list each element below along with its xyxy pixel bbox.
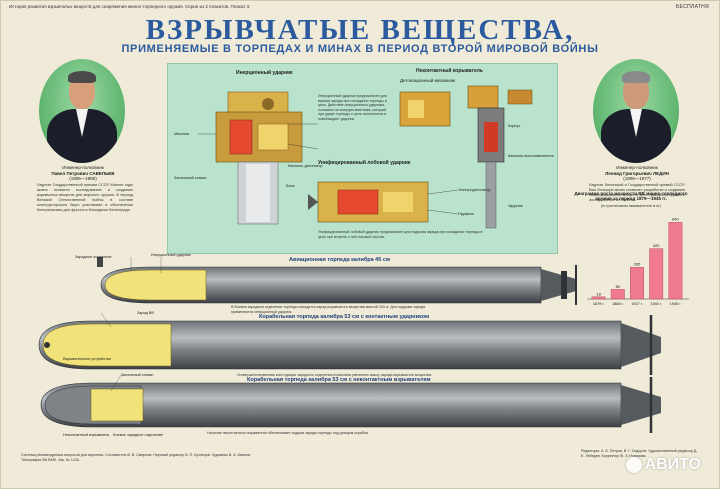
label-unified-striker: Унифицированный лобовой ударник (318, 160, 411, 166)
part-label: Капсюль-воспламенитель (508, 154, 554, 158)
chart-data-label: 80 (616, 284, 621, 289)
top-right-label: БЕСПЛАТНЯ (675, 4, 709, 10)
torpedo-desc-3: Наличие неконтактного взрывателя обеспеч… (207, 431, 369, 435)
chart-note: (в тротиловом эквиваленте в кг) (601, 203, 661, 208)
poster-title: ВЗРЫВЧАТЫЕ ВЕЩЕСТВА, (145, 14, 575, 46)
torpedo-ship-53-noncontact (40, 377, 661, 433)
power-growth-chart: 18 1879 г. 80 1888 г. 265 1927 г. 420 1940 г. 64… (587, 217, 689, 306)
chart-tick-label: 1945 г. (670, 302, 682, 306)
chart-bar (649, 248, 664, 300)
fuze-diagram-panel: Инерционный ударник Неконтактный взрыват… (167, 63, 558, 254)
chart-tick-label: 1940 г. (650, 302, 662, 306)
torpedo-drawings (38, 257, 661, 433)
torpedo-label: Зарядное отделение (75, 255, 112, 259)
torpedo-label: Заряд ВВ (137, 311, 154, 315)
top-note: История развития взрывчатых веществ для … (9, 4, 251, 9)
torpedo-aviation-45 (97, 257, 577, 305)
watermark-text: АВИТО (644, 456, 701, 473)
chart-title: Диаграмма роста мощности ВВ минно-торпед… (574, 191, 688, 202)
portrait-right (593, 59, 679, 163)
text-inertial-striker: Инерционный ударник предназначен для взр… (318, 94, 387, 121)
torpedo-desc-2: Усовершенствованная конструкция зарядног… (237, 373, 433, 377)
right-bio-years: (1906—1977) (623, 176, 651, 181)
unified-striker-diagram (308, 181, 459, 223)
left-bio-name: Павел Петрович САВЕЛЬЕВ (51, 170, 115, 176)
left-bio-years: (1905—1990) (69, 176, 97, 181)
chart-tick-label: 1927 г. (631, 302, 643, 306)
left-bio-header: Инженер-полковник Павел Петрович САВЕЛЬЕ… (41, 165, 125, 182)
chart-data-label: 420 (653, 243, 660, 248)
text-unified-striker: Унифицированный лобовой ударник предназн… (318, 230, 483, 239)
chart-data-label: 640 (672, 217, 679, 222)
right-bio-text: Лауреат Ленинской и Государственной прем… (589, 183, 685, 202)
chart-bar (630, 267, 644, 300)
noncontact-fuze-diagram (399, 85, 533, 229)
part-label: Пружина (458, 212, 474, 216)
torpedo-title-1: Авиационная торпеда калибра 45 см (289, 257, 390, 263)
right-bio-rank: Инженер-полковник (616, 165, 658, 170)
footer-left: Система рекомендуемых вопросов для изуче… (21, 453, 251, 462)
label-inertial-striker: Инерционный ударник (236, 70, 293, 76)
watermark-logo-icon (625, 456, 642, 473)
fuze-diagrams (198, 85, 533, 229)
torpedo-desc-1: В боевом зарядном отделении торпеды нахо… (231, 305, 425, 314)
chart-bar (610, 289, 625, 300)
torpedo-title-3: Корабельная торпеда калибра 53 см с неко… (247, 377, 431, 383)
chart-bar (591, 296, 606, 300)
part-label: Ударник (508, 204, 523, 208)
part-label: Корпус (508, 124, 521, 128)
chart-data-label: 265 (634, 262, 641, 267)
watermark: АВИТО (625, 456, 701, 474)
right-bio-name: Леонид Григорьевич ЛЕДИН (605, 170, 669, 176)
torpedo-label: Неконтактный взрыватель (63, 433, 110, 437)
chart-tick-label: 1879 г. (593, 302, 605, 306)
torpedo-ship-53-contact (38, 315, 661, 375)
torpedo-label: Инерционный ударник (151, 253, 191, 257)
part-label: Запальный стакан (174, 176, 207, 180)
torpedo-label: Взрывательное устройство (63, 357, 111, 361)
right-bio-header: Инженер-полковник Леонид Григорьевич ЛЕД… (595, 165, 679, 182)
poster-subtitle: ПРИМЕНЯЕМЫЕ В ТОРПЕДАХ И МИНАХ В ПЕРИОД … (121, 43, 599, 55)
left-bio-rank: Инженер-полковник (62, 165, 104, 170)
footer-right: Редакторы: А. Б. Петров, В. Г. Сидоров. … (581, 449, 698, 458)
chart-bar (668, 221, 683, 300)
left-bio-text: Лауреат Государственной премии СССР. Мно… (37, 183, 133, 212)
torpedo-label: Запальный стакан (121, 373, 154, 377)
part-label: Электродетонатор (458, 188, 491, 192)
label-detonator-mechanism: Детонационный механизм (400, 78, 455, 83)
portrait-left (39, 59, 125, 163)
chart-tick-label: 1888 г. (612, 302, 624, 306)
part-label: Боек (286, 184, 295, 188)
chart-data-label: 18 (596, 291, 601, 296)
torpedo-title-2: Корабельная торпеда калибра 53 см с конт… (259, 314, 430, 320)
part-label: Капсюль-детонатор (288, 164, 323, 168)
part-label: Маятник (174, 132, 189, 136)
inertial-striker-diagram (198, 91, 319, 225)
label-noncontact-fuze: Неконтактный взрыватель (416, 68, 483, 74)
torpedo-label: Боевое зарядное отделение (113, 433, 164, 437)
